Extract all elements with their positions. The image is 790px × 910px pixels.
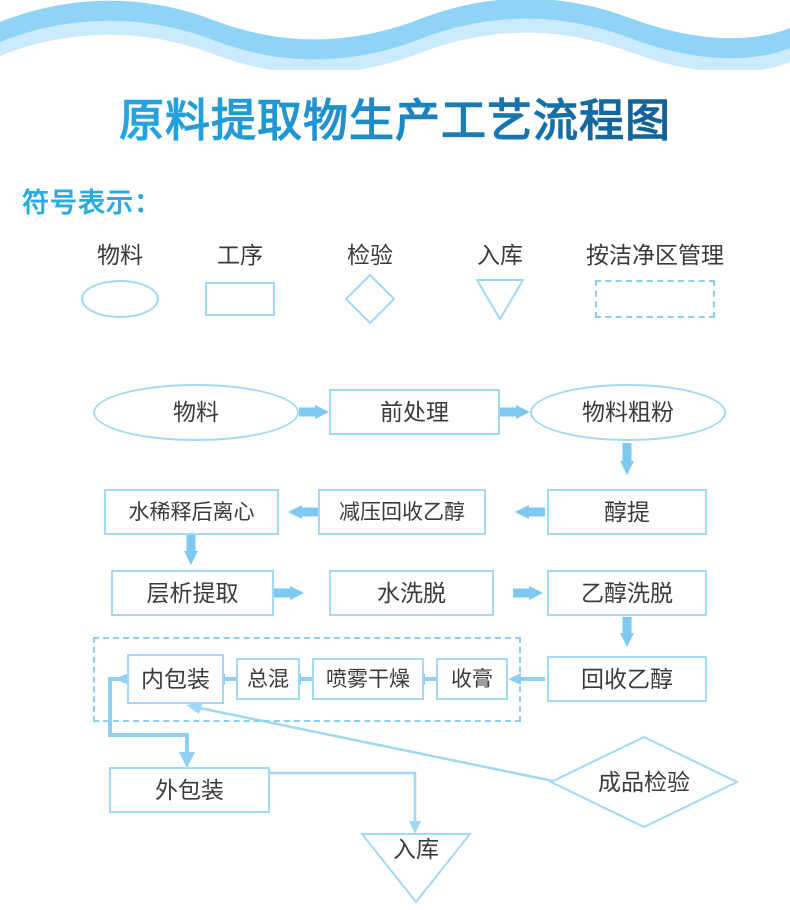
node-chromatography-extraction[interactable]: 层析提取 xyxy=(111,570,274,616)
node-label: 总混 xyxy=(247,667,289,691)
legend-caption: 入库 xyxy=(477,242,523,268)
arrow-coarse-to-alcohol-extract xyxy=(620,443,634,475)
legend-heading: 符号表示： xyxy=(22,188,162,218)
node-label: 层析提取 xyxy=(146,579,239,606)
node-label: 入库 xyxy=(393,836,439,862)
node-label: 内包装 xyxy=(141,665,210,692)
wave-svg xyxy=(0,0,790,74)
node-label: 乙醇洗脱 xyxy=(581,579,673,606)
ellipse-icon xyxy=(62,278,178,320)
node-coarse-powder[interactable]: 物料粗粉 xyxy=(530,384,726,441)
node-total-blending[interactable]: 总混 xyxy=(236,658,300,700)
diamond-shape xyxy=(549,735,739,829)
cleanroom-dashed-zone xyxy=(93,637,521,722)
node-vacuum-ethanol-recovery[interactable]: 减压回收乙醇 xyxy=(318,489,486,535)
node-label: 喷雾干燥 xyxy=(326,667,410,691)
legend-caption: 按洁净区管理 xyxy=(586,242,724,268)
arrow-outer-pack-to-warehouse xyxy=(270,771,421,834)
triangle-shape xyxy=(360,833,472,904)
node-label: 外包装 xyxy=(155,776,224,803)
arrow-water-elute-to-ethanol-elute xyxy=(513,586,543,600)
node-water-dilute-centrifuge[interactable]: 水稀释后离心 xyxy=(104,489,279,535)
node-label: 物料 xyxy=(173,399,219,425)
node-label: 水稀释后离心 xyxy=(128,500,255,524)
node-label: 成品检验 xyxy=(598,769,690,795)
arrow-chromatography-to-water-elute xyxy=(274,586,304,600)
node-ethanol-elution[interactable]: 乙醇洗脱 xyxy=(547,570,707,616)
legend-caption: 工序 xyxy=(217,242,263,268)
wave-decoration xyxy=(0,0,790,74)
arrow-pretreat-to-coarse xyxy=(500,405,530,419)
node-label: 前处理 xyxy=(380,398,449,425)
node-label: 醇提 xyxy=(604,498,650,525)
diamond-icon xyxy=(312,273,428,325)
node-inner-packaging[interactable]: 内包装 xyxy=(127,654,224,704)
node-spray-drying[interactable]: 喷雾干燥 xyxy=(312,658,424,700)
node-warehouse-in[interactable]: 入库 xyxy=(360,832,472,904)
node-pretreatment[interactable]: 前处理 xyxy=(329,389,500,435)
node-label: 收膏 xyxy=(451,667,493,691)
arrow-alcohol-extract-to-recover xyxy=(515,505,545,519)
legend-item-material: 物料 xyxy=(62,240,178,320)
legend-caption: 物料 xyxy=(97,242,143,268)
node-label: 减压回收乙醇 xyxy=(339,500,465,524)
wave-dark-band xyxy=(0,0,790,60)
node-final-inspection[interactable]: 成品检验 xyxy=(549,735,739,830)
node-label: 水洗脱 xyxy=(377,579,446,606)
dashed-rectangle-icon xyxy=(565,278,745,320)
triangle-icon xyxy=(442,278,558,321)
legend-item-inspection: 检验 xyxy=(312,240,428,325)
node-paste-collection[interactable]: 收膏 xyxy=(436,658,508,700)
page-title: 原料提取物生产工艺流程图 xyxy=(0,92,790,150)
arrow-material-to-pretreat xyxy=(299,405,329,419)
arrow-ethanol-elute-to-recover-ethanol xyxy=(620,617,634,647)
arrow-centrifuge-to-chromatography xyxy=(184,535,198,565)
arrow-recover-to-centrifuge xyxy=(288,505,318,519)
legend-item-cleanroom: 按洁净区管理 xyxy=(565,240,745,320)
legend-item-process: 工序 xyxy=(182,240,298,320)
node-alcohol-extraction[interactable]: 醇提 xyxy=(547,489,707,535)
legend-item-warehouse: 入库 xyxy=(442,240,558,321)
node-outer-packaging[interactable]: 外包装 xyxy=(109,767,270,813)
legend: 物料 工序 检验 入库 xyxy=(0,240,790,330)
node-label: 物料粗粉 xyxy=(582,399,674,425)
node-material[interactable]: 物料 xyxy=(93,384,299,441)
node-label: 回收乙醇 xyxy=(581,665,673,692)
rectangle-icon xyxy=(182,278,298,320)
node-ethanol-recovery[interactable]: 回收乙醇 xyxy=(547,656,707,702)
legend-caption: 检验 xyxy=(347,242,393,268)
node-water-elution[interactable]: 水洗脱 xyxy=(329,570,494,616)
